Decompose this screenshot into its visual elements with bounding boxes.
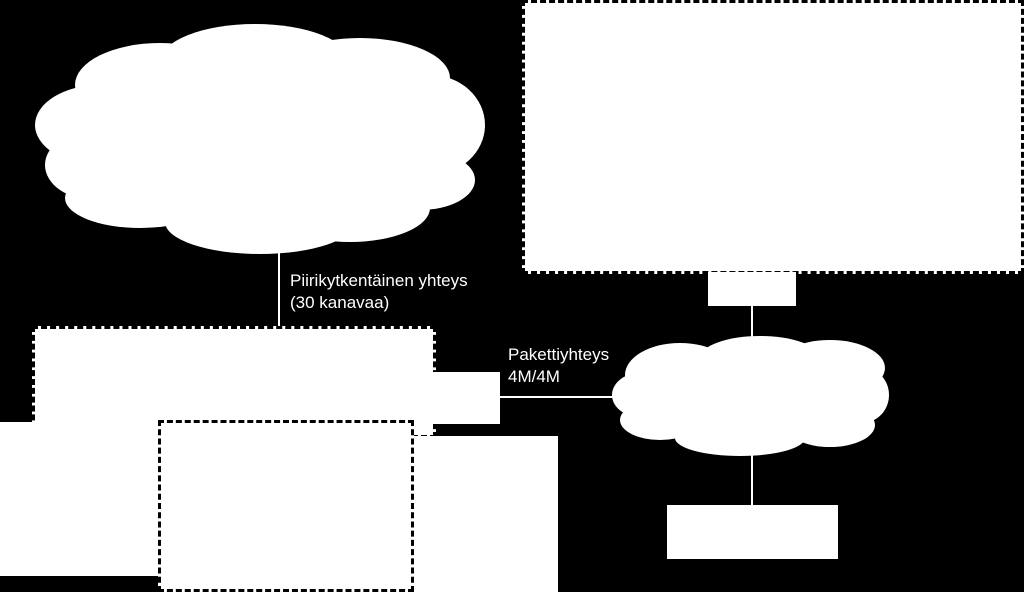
circuit-link-label: Piirikytkentäinen yhteys (30 kanavaa) xyxy=(290,270,468,314)
circuit-link-label-line2: (30 kanavaa) xyxy=(290,293,390,312)
packet-link-label: Pakettiyhteys 4M/4M xyxy=(508,344,609,388)
bottom-dashed-box xyxy=(158,420,414,592)
bottom-center-panel xyxy=(414,436,558,592)
remote-site-box xyxy=(522,0,1024,274)
local-site-connector xyxy=(432,372,500,424)
bottom-left-panel xyxy=(0,422,162,576)
circuit-link-label-line1: Piirikytkentäinen yhteys xyxy=(290,271,468,290)
terminal-device-box xyxy=(667,505,838,559)
cloud-network-large xyxy=(35,24,485,254)
packet-link-label-line2: 4M/4M xyxy=(508,367,560,386)
packet-link-label-line1: Pakettiyhteys xyxy=(508,345,610,364)
remote-site-connector xyxy=(708,272,796,306)
cloud-network-small xyxy=(612,336,889,456)
